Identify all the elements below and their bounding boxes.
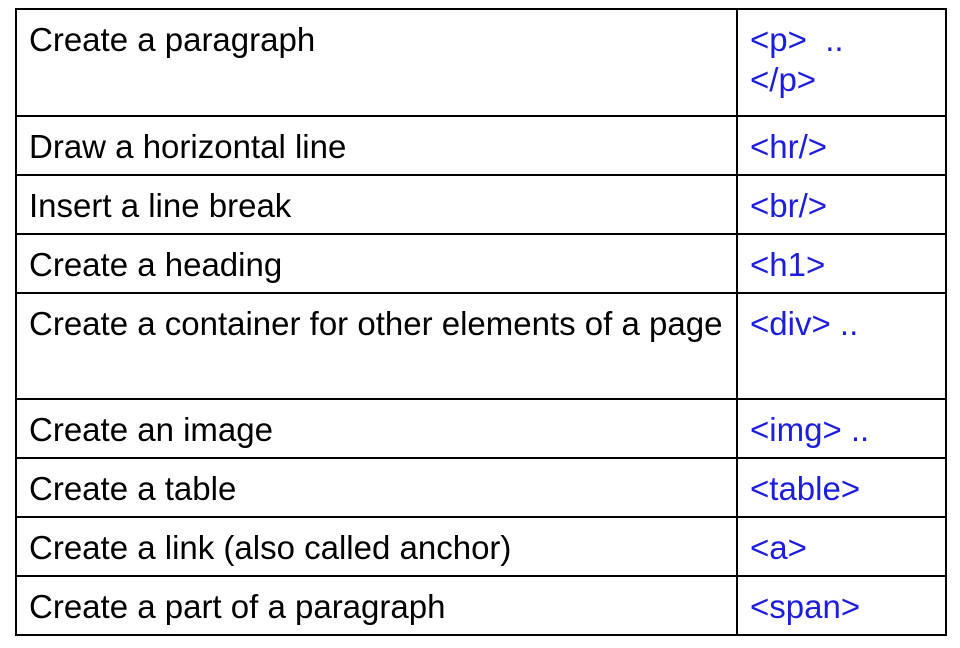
table-row: Create a paragraph <p> .. </p> [15, 8, 947, 117]
html-tag-cell: <img> .. [736, 398, 947, 459]
task-description-cell: Create a container for other elements of… [15, 292, 738, 400]
html-tags-table: Create a paragraph <p> .. </p> Draw a ho… [15, 8, 947, 636]
html-tag-cell: <table> [736, 457, 947, 518]
table-row: Create an image <img> .. [15, 398, 947, 459]
html-tag-cell: <br/> [736, 174, 947, 235]
task-description-cell: Create a table [15, 457, 738, 518]
table-row: Draw a horizontal line <hr/> [15, 115, 947, 176]
html-tag-cell: <h1> [736, 233, 947, 294]
html-tag-cell: <p> .. </p> [736, 8, 947, 117]
task-description-cell: Create a paragraph [15, 8, 738, 117]
task-description-cell: Create a link (also called anchor) [15, 516, 738, 577]
table-row: Create a container for other elements of… [15, 292, 947, 400]
table-row: Create a heading <h1> [15, 233, 947, 294]
table-row: Create a part of a paragraph <span> [15, 575, 947, 636]
task-description-cell: Create a part of a paragraph [15, 575, 738, 636]
task-description-cell: Draw a horizontal line [15, 115, 738, 176]
task-description-cell: Create an image [15, 398, 738, 459]
html-tag-cell: <hr/> [736, 115, 947, 176]
html-tag-cell: <a> [736, 516, 947, 577]
table-row: Create a link (also called anchor) <a> [15, 516, 947, 577]
table-row: Create a table <table> [15, 457, 947, 518]
task-description-cell: Insert a line break [15, 174, 738, 235]
table-row: Insert a line break <br/> [15, 174, 947, 235]
html-tag-cell: <span> [736, 575, 947, 636]
html-tag-cell: <div> .. [736, 292, 947, 400]
task-description-cell: Create a heading [15, 233, 738, 294]
